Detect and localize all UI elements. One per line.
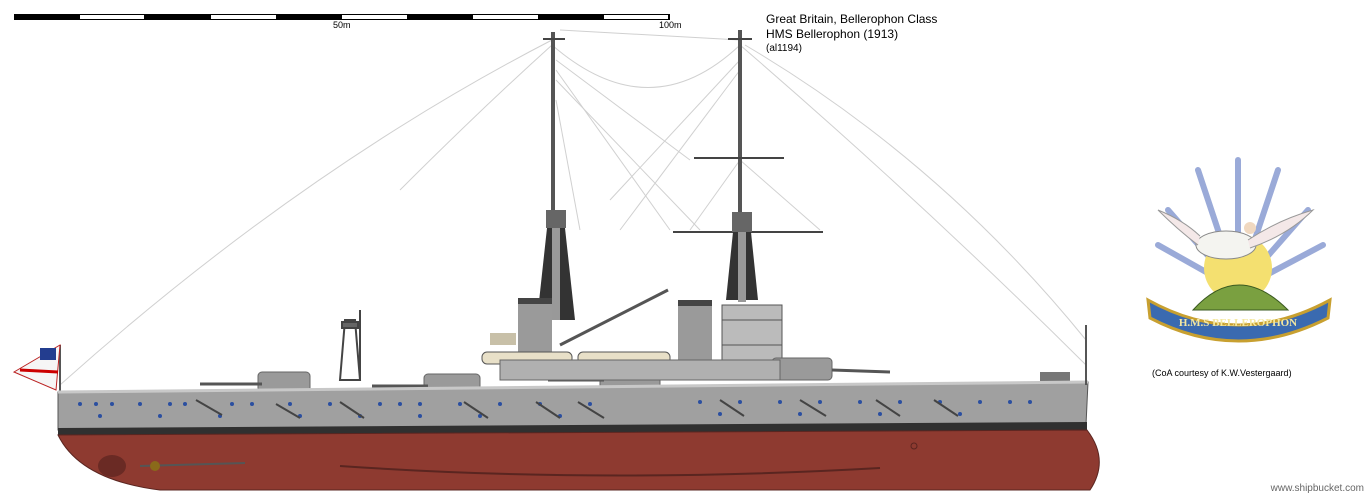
coat-of-arms: H.M.S BELLEROPHON: [1146, 157, 1332, 343]
funnels: [518, 298, 712, 360]
title-class: Great Britain, Bellerophon Class: [766, 12, 938, 26]
hill-icon: [1191, 284, 1290, 311]
propeller-rudder: [98, 455, 246, 477]
title-ship: HMS Bellerophon (1913): [766, 27, 899, 41]
ensign-flag: [12, 344, 61, 392]
superstructure-deck: [499, 359, 781, 381]
main-mast: [673, 30, 823, 302]
title-code: (al1194): [766, 43, 802, 54]
scale-label-50m: 50m: [333, 20, 351, 30]
fore-tower: [338, 310, 362, 381]
scale-label-100m: 100m: [659, 20, 682, 30]
net-booms: [195, 399, 959, 419]
fore-mast: [537, 32, 575, 320]
pegasus-icon: [1157, 208, 1315, 260]
scale-bar: [14, 14, 670, 20]
coa-credit: (CoA courtesy of K.W.Vestergaard): [1152, 368, 1292, 378]
lower-hull: [57, 429, 1100, 491]
portholes: [78, 400, 1032, 418]
motto-text: H.M.S BELLEROPHON: [1179, 317, 1297, 329]
rigging: [59, 29, 1087, 386]
motto-scroll: [1146, 297, 1332, 343]
title-block: Great Britain, Bellerophon Class HMS Bel…: [766, 12, 937, 56]
watermark: www.shipbucket.com: [1270, 483, 1364, 494]
boats: [481, 288, 671, 365]
